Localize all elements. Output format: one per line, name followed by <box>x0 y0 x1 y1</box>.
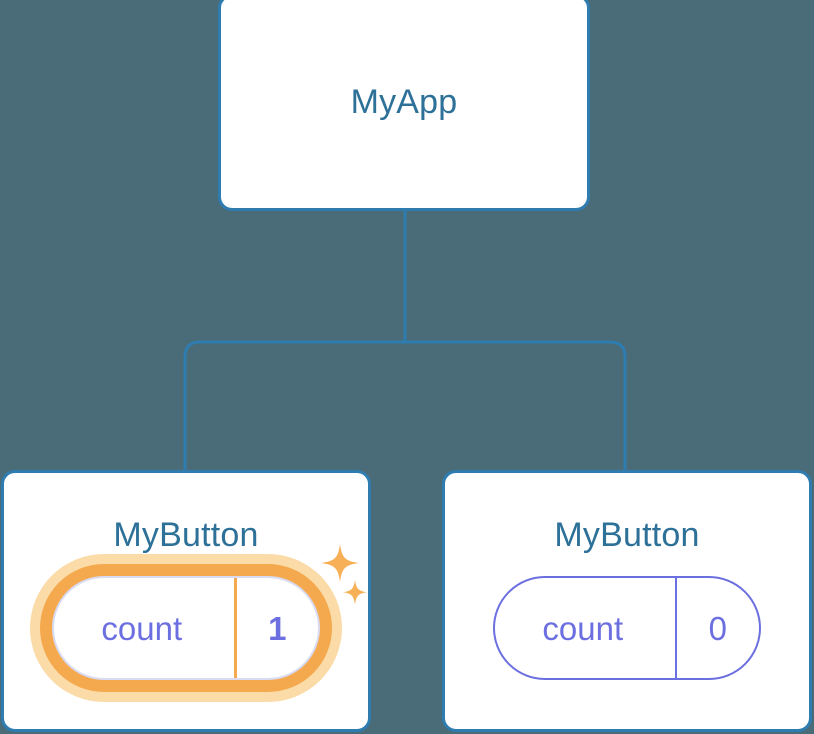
node-myapp-title: MyApp <box>350 82 458 121</box>
sparkle-icon <box>321 544 367 605</box>
state-pill-wrap-right: count 0 <box>493 576 761 681</box>
node-mybutton-right[interactable]: MyButton count 0 <box>442 470 812 732</box>
state-key-right: count <box>542 609 624 647</box>
state-value-left: 1 <box>233 578 318 679</box>
node-mybutton-left[interactable]: MyButton count 1 <box>1 470 371 732</box>
state-pill-count-right[interactable]: count 0 <box>493 576 761 681</box>
state-pill-count-left[interactable]: count 1 <box>52 576 320 681</box>
node-mybutton-left-title: MyButton <box>113 516 259 554</box>
node-mybutton-right-title: MyButton <box>554 516 700 554</box>
state-pill-wrap-left: count 1 <box>52 544 367 681</box>
state-value-right: 0 <box>674 578 759 679</box>
node-myapp[interactable]: MyApp <box>218 0 590 211</box>
state-key-left: count <box>101 609 183 647</box>
edge-branch-bar <box>183 340 627 470</box>
